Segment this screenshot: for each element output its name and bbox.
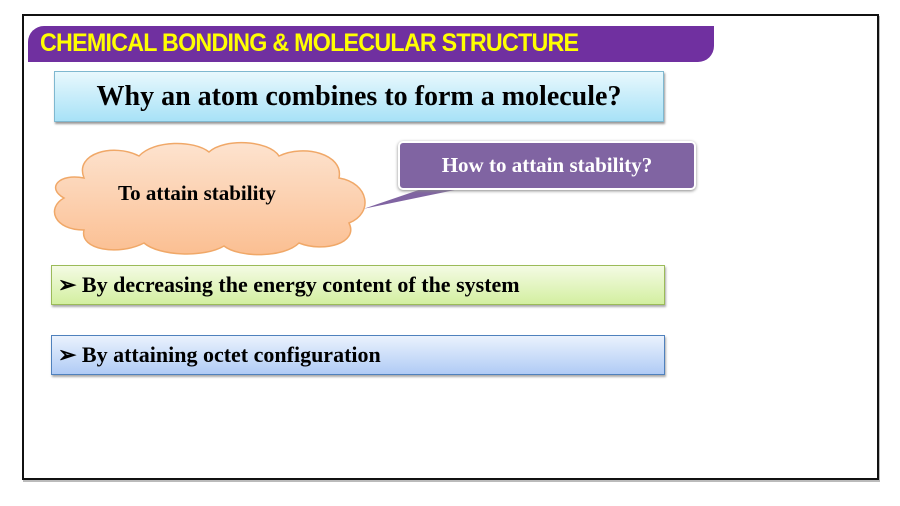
banner-title: CHEMICAL BONDING & MOLECULAR STRUCTURE [40, 29, 579, 57]
point-octet-text: ➢ By attaining octet configuration [58, 342, 381, 367]
callout-bubble: How to attain stability? [398, 141, 696, 190]
point-energy-text: ➢ By decreasing the energy content of th… [58, 272, 520, 297]
cloud-answer: To attain stability [118, 181, 276, 205]
callout-question: How to attain stability? [441, 153, 653, 177]
point-octet: ➢ By attaining octet configuration [51, 335, 665, 375]
question-box: Why an atom combines to form a molecule? [54, 71, 664, 122]
title-banner: CHEMICAL BONDING & MOLECULAR STRUCTURE [28, 26, 714, 62]
cloud-shape [53, 142, 366, 256]
question-text: Why an atom combines to form a molecule? [96, 81, 622, 112]
point-energy: ➢ By decreasing the energy content of th… [51, 265, 665, 305]
